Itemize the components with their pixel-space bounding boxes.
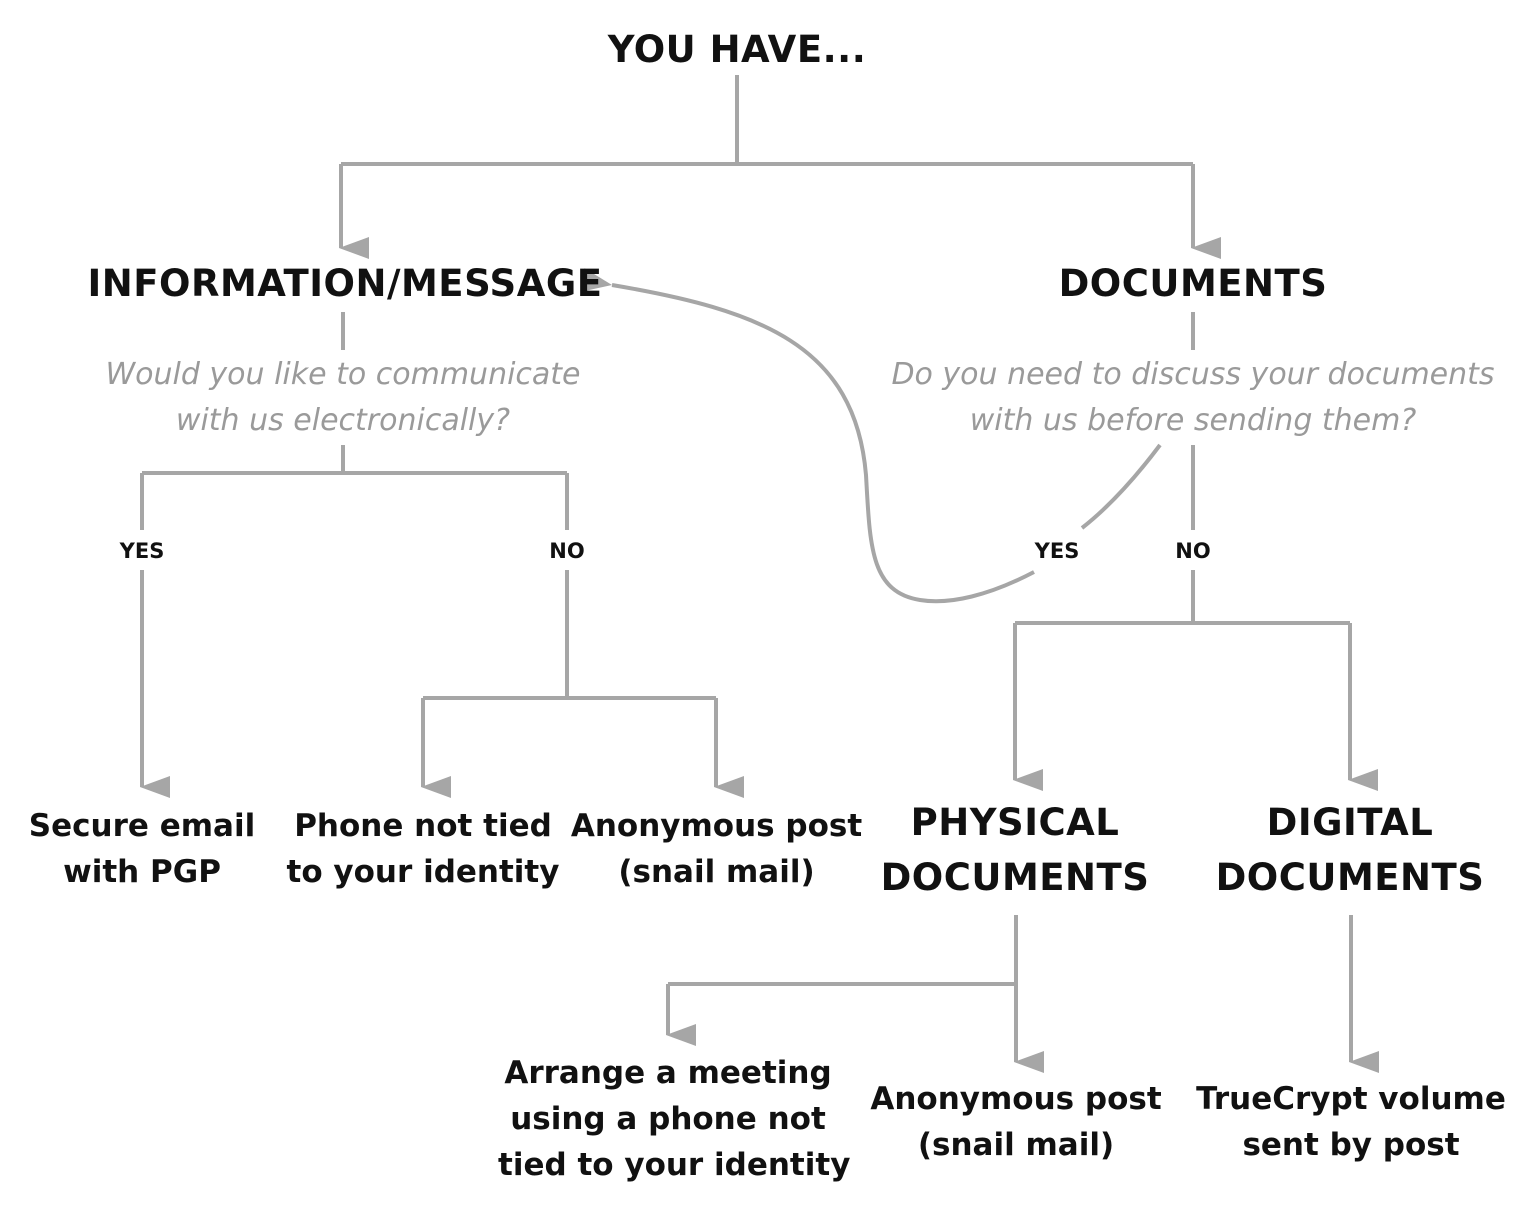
outcome-phone: Phone not tied to your identity [283, 803, 563, 895]
outcome-phone-line-2: to your identity [286, 854, 560, 890]
physical-documents-title: PHYSICAL DOCUMENTS [865, 795, 1165, 905]
documents-question-line-1: Do you need to discuss your documents [891, 357, 1495, 392]
documents-question: Do you need to discuss your documents wi… [873, 352, 1513, 444]
outcome-secure-email-line-1: Secure email [28, 808, 256, 844]
outcome-secure-email-line-2: with PGP [63, 854, 221, 890]
outcome-anonymous-post-line-2: (snail mail) [618, 854, 815, 890]
outcome-truecrypt-volume-line-1: TrueCrypt volume [1196, 1081, 1506, 1117]
information-message-title: INFORMATION/MESSAGE [87, 262, 603, 305]
digital-documents-title-line-2: DOCUMENTS [1215, 856, 1485, 899]
physical-documents-title-line-1: PHYSICAL [910, 801, 1120, 844]
documents-question-line-2: with us before sending them? [969, 403, 1417, 438]
information-question: Would you like to communicate with us el… [43, 352, 643, 444]
outcome-physical-anonymous-post: Anonymous post (snail mail) [868, 1076, 1164, 1168]
curve-docs-yes-back [580, 268, 1035, 604]
information-yes-label: YES [119, 539, 165, 563]
outcome-truecrypt-volume-line-2: sent by post [1242, 1127, 1460, 1163]
outcome-arrange-meeting-line-3: tied to your identity [498, 1147, 851, 1183]
physical-documents-title-line-2: DOCUMENTS [880, 856, 1150, 899]
digital-documents-title: DIGITAL DOCUMENTS [1200, 795, 1500, 905]
documents-no-label: NO [1175, 539, 1211, 563]
information-question-line-2: with us electronically? [175, 403, 511, 438]
root-title: YOU HAVE... [607, 28, 867, 71]
outcome-phone-line-1: Phone not tied [294, 808, 552, 844]
information-question-line-1: Would you like to communicate [105, 357, 581, 392]
outcome-truecrypt-volume: TrueCrypt volume sent by post [1196, 1076, 1506, 1168]
outcome-anonymous-post-line-1: Anonymous post [570, 808, 863, 844]
outcome-anonymous-post: Anonymous post (snail mail) [569, 803, 864, 895]
outcome-arrange-meeting-line-1: Arrange a meeting [504, 1055, 832, 1091]
outcome-arrange-meeting-line-2: using a phone not [510, 1101, 826, 1137]
documents-title: DOCUMENTS [1058, 262, 1328, 305]
outcome-arrange-meeting: Arrange a meeting using a phone not tied… [498, 1050, 851, 1188]
documents-yes-label: YES [1034, 539, 1080, 563]
line-docs-yes-upper [1080, 443, 1162, 530]
outcome-physical-anonymous-post-line-2: (snail mail) [917, 1127, 1115, 1163]
outcome-secure-email: Secure email with PGP [0, 803, 284, 895]
outcome-physical-anonymous-post-line-1: Anonymous post [870, 1081, 1162, 1117]
information-no-label: NO [549, 539, 585, 563]
digital-documents-title-line-1: DIGITAL [1266, 801, 1434, 844]
